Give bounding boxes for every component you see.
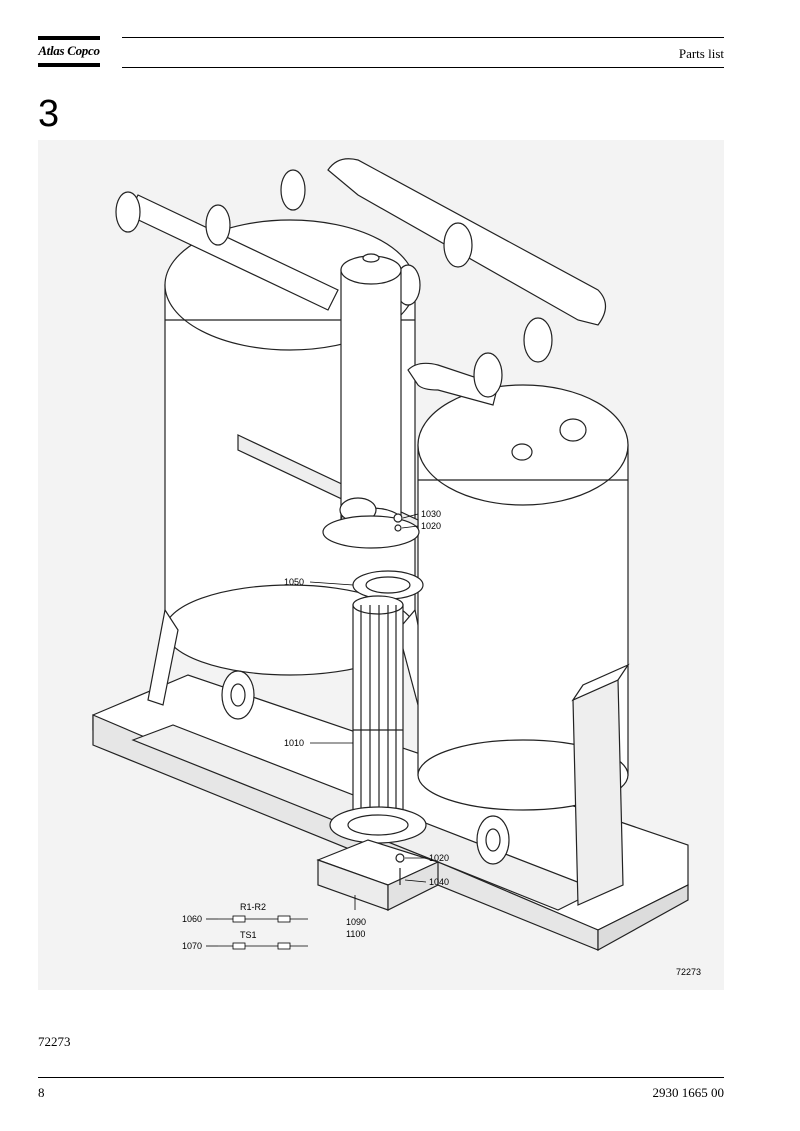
callout-1020-top: 1020: [421, 521, 441, 531]
callout-1060: 1060: [182, 914, 202, 924]
header-rule-top: [122, 37, 724, 38]
callout-1020-bottom: 1020: [429, 853, 449, 863]
heater-housing: [340, 269, 402, 521]
callout-1090: 1090: [346, 917, 366, 927]
callout-1040: 1040: [429, 877, 449, 887]
exploded-view-drawing: 1030 1020 1050 1010 1020 1040 1090 1100 …: [38, 140, 724, 990]
callout-1050: 1050: [284, 577, 304, 587]
document-number: 2930 1665 00: [652, 1085, 725, 1100]
page-number: 8: [38, 1085, 45, 1100]
atlas-copco-logo: Atlas Copco: [38, 36, 100, 68]
callout-1100: 1100: [346, 929, 365, 939]
drawing-svg: 1030 1020 1050 1010 1020 1040 1090 1100 …: [92, 158, 701, 977]
drawing-number: 72273: [676, 967, 701, 977]
callout-1030: 1030: [421, 509, 441, 519]
figure-reference: 72273: [38, 1034, 71, 1049]
callout-1070: 1070: [182, 941, 202, 951]
logo-bar-top: [38, 36, 100, 40]
header-title: Parts list: [678, 46, 724, 61]
footer-rule: [38, 1077, 724, 1078]
logo-bar-bottom: [38, 63, 100, 67]
label-r1-r2: R1-R2: [240, 902, 266, 912]
section-number: 3: [38, 93, 60, 135]
header-rule-bottom: [122, 67, 724, 68]
callout-1010: 1010: [284, 738, 304, 748]
logo-text: Atlas Copco: [38, 43, 100, 58]
label-ts1: TS1: [240, 930, 257, 940]
